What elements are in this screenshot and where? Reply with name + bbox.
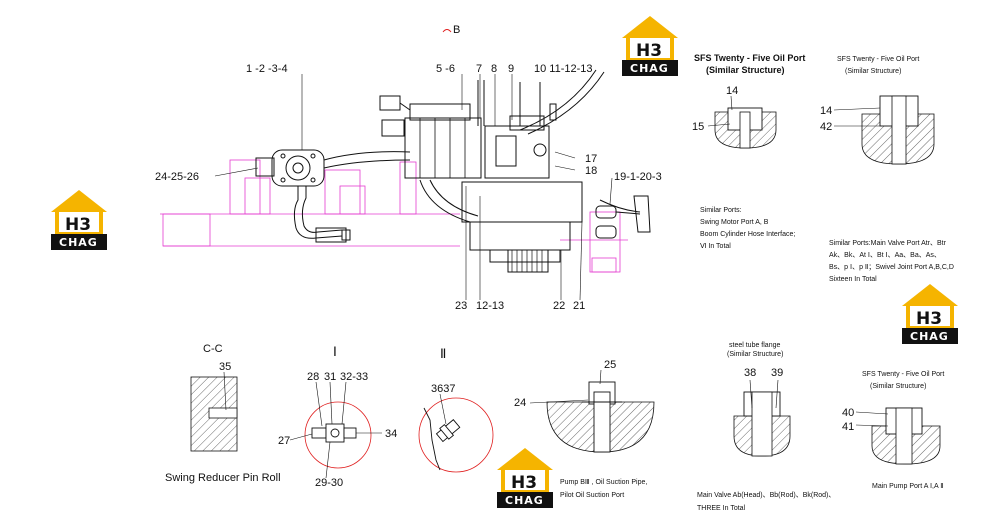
callout-17: 17 xyxy=(585,153,597,165)
sfs1-note-1: Similar Ports: xyxy=(700,207,742,214)
callout-40: 40 xyxy=(842,407,854,419)
callout-24-26: 24-25-26 xyxy=(155,171,199,183)
detail-I-view: Ⅰ 28 31 32-33 27 34 29-30 xyxy=(278,344,397,489)
callout-28: 28 xyxy=(307,371,319,383)
svg-text:CHAG: CHAG xyxy=(505,494,544,507)
callout-1-4: 1 -2 -3-4 xyxy=(246,63,288,75)
svg-text:CHAG: CHAG xyxy=(59,236,98,249)
svg-text:CHAG: CHAG xyxy=(910,330,949,343)
callout-24: 24 xyxy=(514,397,526,409)
callout-34: 34 xyxy=(385,428,397,440)
callout-39: 39 xyxy=(771,367,783,379)
callout-19-3: 19-1-20-3 xyxy=(614,171,662,183)
sfs3-caption: Main Pump Port A Ⅰ,A Ⅱ xyxy=(872,483,944,490)
assembly-lines xyxy=(255,69,651,273)
pump-caption-1: Pump BⅢ , Oil Suction Pipe, xyxy=(560,479,647,486)
sfs2-note-4: Sixteen In Total xyxy=(829,276,877,283)
base-frame xyxy=(160,159,628,273)
callout-14-a: 14 xyxy=(726,85,738,97)
callout-31: 31 xyxy=(324,371,336,383)
section-arc-icon xyxy=(442,29,452,33)
svg-text:H3: H3 xyxy=(916,309,942,329)
callout-35: 35 xyxy=(219,361,231,373)
detail-II-title: Ⅱ xyxy=(440,346,446,361)
callout-9: 9 xyxy=(508,63,514,75)
svg-text:H3: H3 xyxy=(511,473,537,493)
main-assembly-view: B 1 -2 -3-4 5 -6 7 8 9 10 11-12-13 17 18… xyxy=(155,24,662,312)
detail-I-title: Ⅰ xyxy=(333,344,337,359)
callout-15: 15 xyxy=(692,121,704,133)
detail-II-view: Ⅱ 3637 xyxy=(418,346,494,473)
watermark-logo-icon: H3 CHAG xyxy=(902,284,958,344)
sfs1-title-1: SFS Twenty - Five Oil Port xyxy=(694,53,805,63)
callout-22: 22 xyxy=(553,300,565,312)
cc-section-view: C-C 35 Swing Reducer Pin Roll xyxy=(165,343,281,484)
sfs1-note-2: Swing Motor Port A, B xyxy=(700,219,769,226)
watermark-logo-icon: H3 CHAG xyxy=(622,16,678,76)
callout-14-b: 14 xyxy=(820,105,832,117)
cc-caption: Swing Reducer Pin Roll xyxy=(165,472,281,484)
pump-port-section: 25 24 Pump BⅢ , Oil Suction Pipe, Pilot … xyxy=(514,359,655,499)
callout-27: 27 xyxy=(278,435,290,447)
sfs1-title-2: (Similar Structure) xyxy=(706,65,785,75)
cc-title: C-C xyxy=(203,343,223,355)
section-label: B xyxy=(453,24,460,36)
sfs1-note-3: Boom Cylinder Hose Interface; xyxy=(700,231,795,238)
steel-tube-flange: steel tube flange (Similar Structure) 38… xyxy=(697,342,835,512)
callout-29-30: 29-30 xyxy=(315,477,343,489)
callout-38: 38 xyxy=(744,367,756,379)
sfs1-note-4: Ⅵ In Total xyxy=(700,243,731,250)
watermark-logo-icon: H3 CHAG xyxy=(51,190,107,250)
callout-7: 7 xyxy=(476,63,482,75)
watermark-logo-icon: H3 CHAG xyxy=(497,448,553,508)
sfs2-note-3: Bs、p Ⅰ、p Ⅱ；Swivel Joint Port A,B,C,D xyxy=(829,264,954,271)
sfs-port-2: SFS Twenty - Five Oil Port (Similar Stru… xyxy=(820,56,954,283)
flange-title-1: steel tube flange xyxy=(729,342,780,349)
callout-32-33: 32-33 xyxy=(340,371,368,383)
sfs-port-1: SFS Twenty - Five Oil Port (Similar Stru… xyxy=(692,53,805,250)
sfs2-note-2: Ak、Bk、At Ⅰ、Bt Ⅰ、Aa、Ba、As、 xyxy=(829,252,941,259)
callout-41: 41 xyxy=(842,421,854,433)
flange-title-2: (Similar Structure) xyxy=(727,351,783,358)
flange-caption-2: THREE In Total xyxy=(697,505,746,512)
flange-caption-1: Main Valve Ab(Head)、Bb(Rod)、Bk(Rod)、 xyxy=(697,492,835,499)
callout-42: 42 xyxy=(820,121,832,133)
sfs2-note-1: Similar Ports:Main Valve Port Atr、Btr xyxy=(829,240,947,247)
svg-text:H3: H3 xyxy=(65,215,91,235)
svg-text:CHAG: CHAG xyxy=(630,62,669,75)
callout-5-6: 5 -6 xyxy=(436,63,455,75)
callout-8: 8 xyxy=(491,63,497,75)
leader-lines xyxy=(214,74,613,301)
callout-12-13-bottom: 12-13 xyxy=(476,300,504,312)
callout-21: 21 xyxy=(573,300,585,312)
callout-23: 23 xyxy=(455,300,467,312)
callout-18: 18 xyxy=(585,165,597,177)
svg-text:H3: H3 xyxy=(636,41,662,61)
sfs2-title-1: SFS Twenty - Five Oil Port xyxy=(837,56,919,63)
callout-36-37: 3637 xyxy=(431,383,455,395)
sfs-port-3: SFS Twenty - Five Oil Port (Similar Stru… xyxy=(842,371,944,490)
sfs3-title-2: (Similar Structure) xyxy=(870,383,926,390)
callout-10-13: 10 11-12-13 xyxy=(534,63,593,75)
sfs2-title-2: (Similar Structure) xyxy=(845,68,901,75)
callout-25: 25 xyxy=(604,359,616,371)
sfs3-title-1: SFS Twenty - Five Oil Port xyxy=(862,371,944,378)
pump-caption-2: Pilot Oil Suction Port xyxy=(560,492,624,499)
